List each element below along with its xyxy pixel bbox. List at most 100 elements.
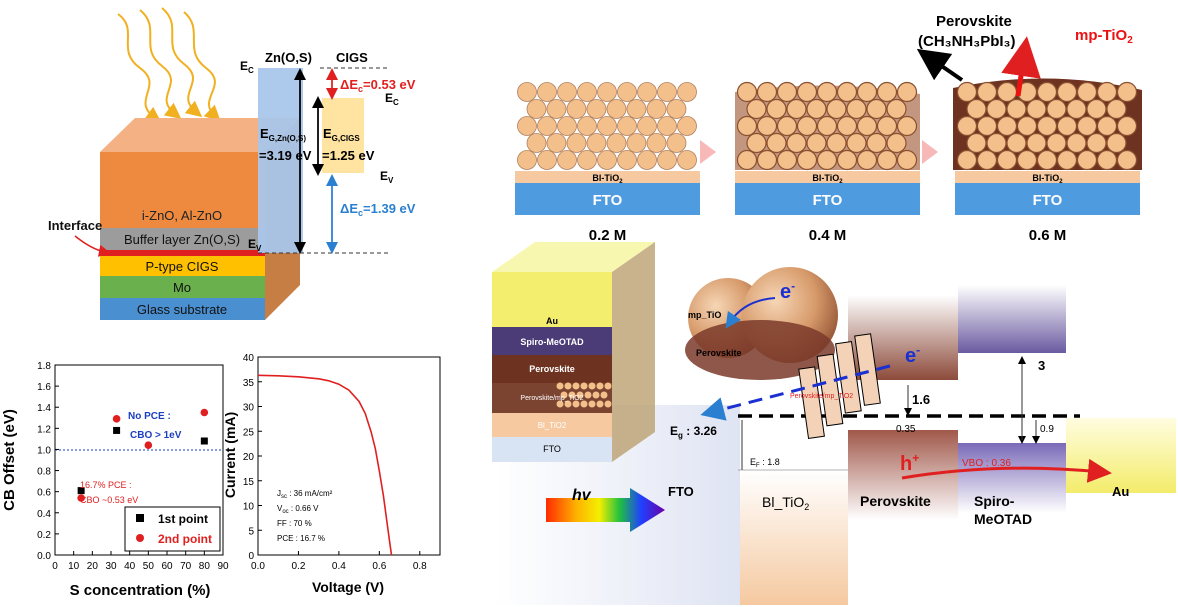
tio2-particle [617, 82, 637, 102]
tio2-particle [646, 133, 667, 153]
tio2-particle [826, 98, 847, 120]
stack-top [492, 242, 655, 272]
au-band [1066, 418, 1176, 493]
tio2-particle [756, 81, 778, 103]
legend-square-marker [136, 514, 144, 522]
band-spiro-1: Spiro- [974, 493, 1015, 509]
tio2-particle [856, 81, 878, 103]
tio2-particle [806, 132, 827, 154]
interface-small-label: Perovskite/mp_TiO2 [790, 393, 853, 400]
cbo-y-tick-label: 1.4 [37, 403, 51, 414]
stack-label-perov-mp: Perovskite/mp_TiO2 [520, 395, 583, 402]
bl-tio2-band [740, 470, 848, 605]
tio2-particle [856, 149, 878, 171]
layer-label-mo: Mo [173, 280, 191, 295]
legend-2nd-point: 2nd point [158, 532, 212, 546]
tio2-particle [566, 99, 587, 119]
tio2-particle [896, 149, 918, 171]
tio2-particle [986, 132, 1007, 154]
tio2-particle [606, 133, 627, 153]
interface-plates [798, 333, 881, 440]
layer-label-buffer: Buffer layer Zn(O,S) [124, 232, 240, 247]
tio2-particle [866, 132, 887, 154]
tio2-particle [746, 132, 767, 154]
electron-label-top: e- [780, 279, 795, 303]
sunlight-waves [117, 7, 221, 123]
tio2-particle [577, 150, 597, 170]
layer-interface [100, 250, 265, 256]
perovskite-grains: mp_TiO Perovskite e- [685, 267, 838, 380]
tio2-particle [756, 115, 778, 137]
band-perovskite: Perovskite [860, 493, 931, 509]
mp-tio2-dot [604, 400, 612, 408]
eg-cigs-symbol: EG,CIGS [323, 126, 360, 143]
tio2-particle [796, 115, 818, 137]
tio2-particle [1076, 149, 1098, 171]
tio2-particle [586, 99, 607, 119]
tio2-particle [617, 150, 637, 170]
cigs-device-panel: i-ZnO, Al-ZnO Buffer layer Zn(O,S) P-typ… [48, 7, 416, 320]
concentration-label: 0.4 M [809, 227, 847, 244]
tio2-particle [1096, 81, 1118, 103]
tio2-particle [966, 98, 987, 120]
tio2-particle [1066, 132, 1087, 154]
legend-circle-marker [136, 534, 144, 542]
bl-tio2-label: Bl-TiO2 [592, 173, 623, 185]
stack-au [492, 272, 612, 327]
plate-2 [816, 353, 844, 427]
grain-shell [685, 320, 835, 380]
tio2-particle [836, 81, 858, 103]
tio2-particle [736, 115, 758, 137]
interface-arrow [74, 235, 111, 257]
mp-tio2-dot [572, 382, 580, 390]
mp-tio2-dot [576, 391, 584, 399]
cbo-point-1st [77, 487, 85, 495]
layer-zno [100, 152, 265, 202]
cbo-point-2nd [77, 494, 85, 502]
tio2-particle [986, 98, 1007, 120]
hole-transfer-arrow [901, 458, 1112, 483]
ef-label: EF : 1.8 [750, 457, 780, 469]
cbo-legend: 1st point 2nd point [124, 506, 221, 552]
tio2-particle [796, 149, 818, 171]
tio2-particle [786, 132, 807, 154]
tio2-particle [1116, 115, 1138, 137]
value-1-6: 1.6 [912, 392, 930, 407]
iv-x-tick-label: 0.6 [372, 561, 386, 572]
cbo-y-tick-label: 1.8 [37, 361, 51, 372]
stack-label-perovskite: Perovskite [529, 364, 575, 374]
tio2-particle [816, 81, 838, 103]
cbo-x-tick-label: 10 [68, 561, 80, 572]
layer-label-glass: Glass substrate [137, 302, 227, 317]
tio2-particle [526, 133, 547, 153]
plate-4 [854, 333, 881, 406]
mp-tio2-dot [564, 400, 572, 408]
tio2-particle [1036, 81, 1058, 103]
tio2-particle [1036, 115, 1058, 137]
tio2-particle [637, 150, 657, 170]
mp-tio2-dot [592, 391, 600, 399]
mp-tio2-dot [604, 382, 612, 390]
tio2-particle [557, 82, 577, 102]
tio2-particle [517, 150, 537, 170]
tio2-particle [557, 150, 577, 170]
tio2-particle [517, 116, 537, 136]
tio2-particle [1086, 132, 1107, 154]
tio2-particle [577, 116, 597, 136]
tio2-particle [976, 149, 998, 171]
mp-tio2-dot [584, 391, 592, 399]
tio2-particle [836, 149, 858, 171]
cbo-y-tick-label: 0.6 [37, 488, 51, 499]
mp-tio2-dot [556, 382, 564, 390]
bl-tio2-label: Bl-TiO2 [812, 173, 843, 185]
tio2-particle [677, 82, 697, 102]
tio2-particle [1116, 81, 1138, 103]
cbo-x-tick-label: 80 [199, 561, 211, 572]
tio2-particle [557, 116, 577, 136]
mp-tio2-dot [588, 382, 596, 390]
iv-y-tick-label: 5 [248, 526, 254, 537]
